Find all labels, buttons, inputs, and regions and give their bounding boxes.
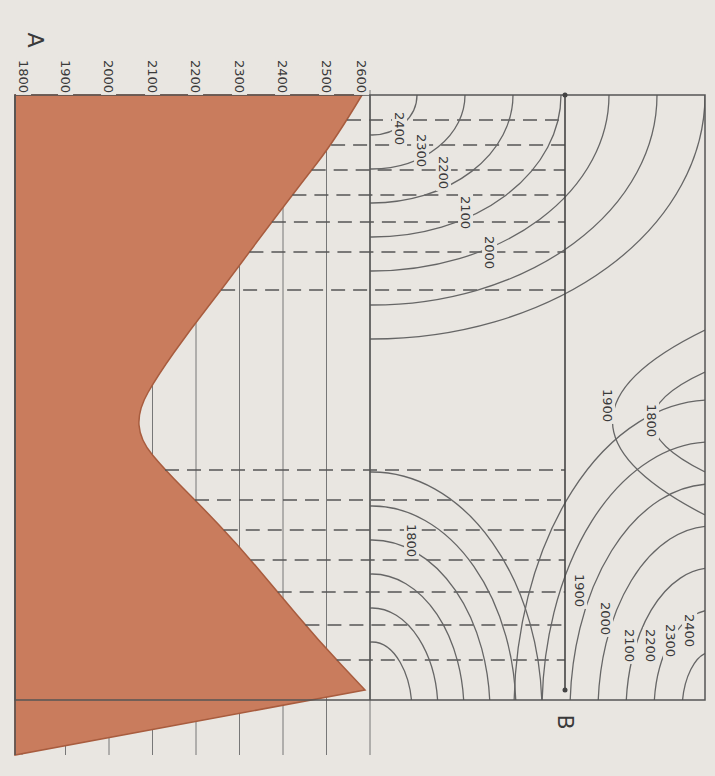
projection-line	[337, 659, 565, 660]
elevation-label: 2100	[145, 57, 160, 94]
contour-line	[370, 642, 412, 700]
contour-lines	[39, 0, 715, 776]
elevation-label: 1900	[573, 571, 588, 608]
contour-line	[613, 330, 706, 515]
projection-line	[305, 624, 565, 625]
section-end	[563, 93, 568, 98]
contour-line	[654, 610, 705, 700]
elevation-label: 1800	[17, 57, 32, 94]
elevation-label: 2300	[664, 621, 679, 658]
contour-line	[570, 484, 705, 700]
contour-line	[370, 95, 513, 203]
projection-line	[272, 221, 565, 222]
projection-line	[347, 119, 565, 120]
projection-line	[331, 144, 565, 145]
projection-line	[195, 499, 565, 500]
elevation-label: 2000	[483, 233, 498, 270]
elevation-label: 2400	[683, 611, 698, 648]
profile-fill	[15, 95, 365, 755]
contour-line	[598, 526, 705, 700]
elevation-label: 1800	[405, 521, 420, 558]
elevation-label: 2000	[599, 599, 614, 636]
contour-line	[542, 442, 705, 700]
elevation-label: 2600	[355, 57, 370, 94]
elevation-label: 1800	[645, 401, 660, 438]
projection-line	[224, 529, 565, 530]
contour-line	[682, 652, 705, 700]
point-label: A	[23, 30, 47, 49]
elevation-label: 2000	[102, 57, 117, 94]
elevation-label: 2200	[644, 626, 659, 663]
contour-line	[370, 506, 516, 700]
projection-lines	[165, 120, 565, 660]
elevation-label: 1900	[601, 386, 616, 423]
contour-line	[653, 372, 706, 472]
profile-frame	[14, 95, 16, 755]
elevation-label: 2300	[232, 57, 247, 94]
elevation-label: 2500	[319, 57, 334, 94]
contour-line	[370, 472, 542, 700]
section-line	[564, 95, 566, 690]
contour-line	[370, 95, 657, 305]
projection-line	[278, 591, 565, 592]
elevation-label: 2100	[623, 626, 638, 663]
map-frame	[15, 95, 705, 700]
elevation-label: 2400	[393, 109, 408, 146]
elevation-label: 2300	[415, 131, 430, 168]
elevation-label: 2400	[276, 57, 291, 94]
projection-line	[165, 469, 565, 470]
contour-line	[370, 95, 561, 237]
contour-line	[370, 95, 705, 339]
point-label: B	[553, 712, 577, 731]
contour-line	[370, 574, 464, 700]
contour-group	[370, 95, 705, 700]
elevation-label: 2200	[437, 153, 452, 190]
projection-line	[249, 251, 565, 252]
contour-line	[370, 608, 438, 700]
section-end	[563, 688, 568, 693]
projection-line	[251, 559, 565, 560]
contour-line	[370, 95, 609, 271]
elevation-label: 2200	[189, 57, 204, 94]
contour-line	[514, 400, 705, 700]
elevation-label: 1900	[58, 57, 73, 94]
grid-line	[370, 90, 371, 755]
elevation-label: 2100	[459, 193, 474, 230]
projection-line	[221, 289, 565, 290]
divider-line	[369, 95, 371, 700]
contour-line	[626, 568, 705, 700]
